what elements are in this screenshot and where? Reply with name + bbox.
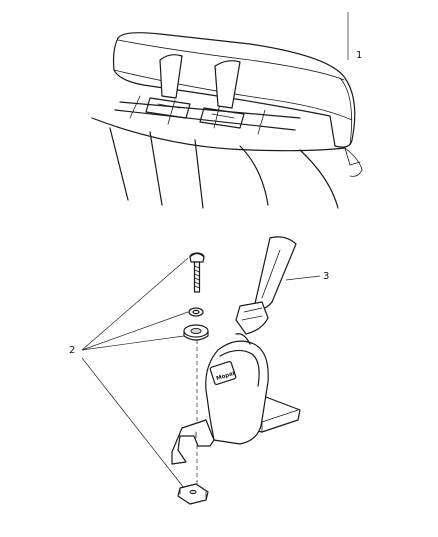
cargo-bag-assembly bbox=[91, 12, 363, 209]
bag-flap bbox=[344, 147, 363, 177]
leader-2a bbox=[81, 257, 189, 351]
strap-webbing bbox=[253, 236, 297, 310]
buckle-slots bbox=[241, 307, 263, 321]
bag-strap-left bbox=[159, 54, 183, 99]
mopar-logo-text: Mopar bbox=[216, 370, 237, 382]
callout-3: 3 bbox=[323, 271, 330, 282]
rack-rail-front bbox=[119, 101, 301, 119]
window-post-2 bbox=[194, 139, 204, 209]
strap-stitch bbox=[261, 249, 281, 299]
rear-corner bbox=[344, 147, 361, 166]
spacer-washer bbox=[183, 324, 209, 341]
callout-1: 1 bbox=[356, 50, 363, 61]
mopar-logo-plate bbox=[209, 360, 237, 386]
bag-strap-right bbox=[214, 60, 241, 109]
bolt bbox=[189, 252, 205, 293]
bag-end-seam bbox=[339, 77, 352, 146]
roof-edge bbox=[91, 117, 346, 152]
anchor-leg bbox=[171, 419, 215, 465]
bag-bottom-seam bbox=[113, 69, 353, 121]
leader-2c bbox=[81, 335, 185, 351]
leader-3 bbox=[285, 275, 321, 281]
a-pillar-left bbox=[109, 127, 129, 201]
nut-plate bbox=[177, 483, 209, 505]
lock-washer bbox=[188, 307, 204, 317]
buckle-detail bbox=[157, 103, 235, 119]
rack-crossbars bbox=[129, 95, 266, 135]
hardware-kit: Mopar bbox=[81, 236, 321, 505]
bag-top-seam bbox=[117, 39, 345, 81]
strap-buckle-right bbox=[199, 107, 245, 129]
anchor-body bbox=[205, 340, 269, 445]
rear-pillar bbox=[299, 149, 339, 209]
callout-2: 2 bbox=[69, 345, 76, 356]
leader-2d bbox=[81, 357, 185, 489]
anchor-loop-top bbox=[235, 333, 251, 345]
leader-2b bbox=[81, 311, 189, 351]
window-post-1 bbox=[149, 131, 163, 206]
window-post-3 bbox=[239, 145, 269, 206]
strap-buckle-left bbox=[145, 97, 191, 119]
rack-rail-rear bbox=[114, 109, 296, 131]
anchor-loop-inner bbox=[219, 349, 260, 387]
